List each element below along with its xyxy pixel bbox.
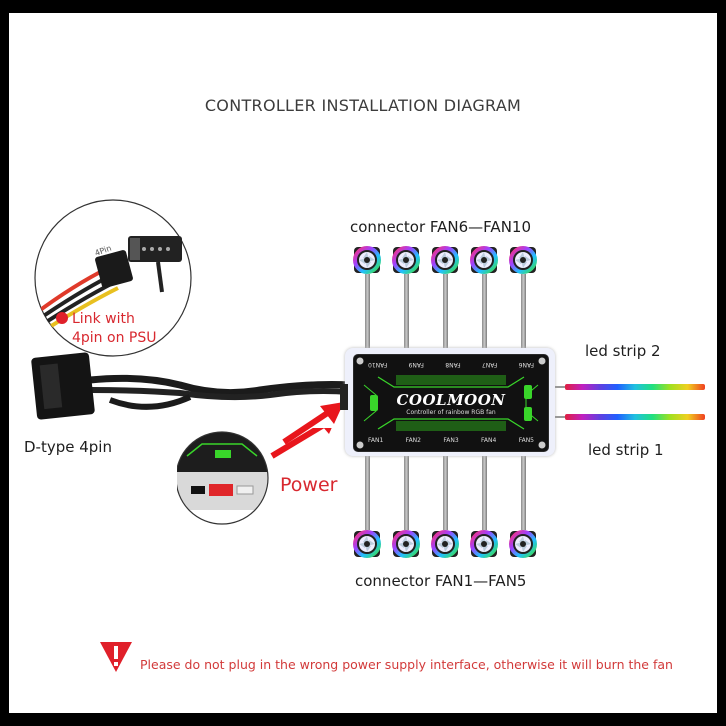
power-inset — [177, 428, 332, 525]
port-label-fan5: FAN5 — [518, 437, 534, 444]
led-strip-1 — [565, 414, 705, 420]
psu-note-line1: Link with — [72, 311, 135, 327]
port-label-fan2: FAN2 — [405, 437, 421, 444]
fan-cable-fan10 — [521, 274, 526, 348]
port-label-fan1: FAN1 — [368, 437, 384, 444]
fan-cable-fan1 — [365, 456, 370, 530]
rgb-fan-icon-fan7 — [392, 246, 420, 274]
warning-triangle-icon — [100, 642, 132, 672]
port-label-fan7: FAN7 — [481, 361, 498, 368]
fan-cable-fan7 — [404, 274, 409, 348]
port-label-fan10: FAN10 — [368, 361, 388, 368]
dtype-connector-icon — [31, 352, 95, 420]
power-label: Power — [280, 474, 338, 496]
top-port-labels: FAN6 FAN7 FAN8 FAN9 FAN10 — [368, 361, 534, 368]
molex-connector-icon — [95, 236, 182, 293]
led-strip-1-label: led strip 1 — [588, 441, 664, 459]
fan-cable-fan5 — [521, 456, 526, 530]
controller-subtitle: Controller of rainbow RGB fan — [406, 409, 496, 416]
rgb-fan-icon-fan9 — [470, 246, 498, 274]
diagram-title: CONTROLLER INSTALLATION DIAGRAM — [204, 96, 522, 115]
warning-text: Please do not plug in the wrong power su… — [140, 657, 673, 672]
top-connector-label: connector FAN6—FAN10 — [350, 218, 532, 236]
fan-cable-fan6 — [365, 274, 370, 348]
rgb-fan-icon-fan2 — [392, 530, 420, 558]
controller-led-port — [370, 395, 378, 411]
port-white — [236, 485, 254, 495]
rgb-fan-icon-fan8 — [431, 246, 459, 274]
port-black — [191, 486, 205, 494]
fan-cable-fan8 — [443, 274, 448, 348]
rgb-fan-icon-fan5 — [509, 530, 537, 558]
power-arrow-head — [282, 402, 344, 445]
fan-cable-fan2 — [404, 456, 409, 530]
port-label-fan8: FAN8 — [445, 361, 461, 368]
rgb-fan-icon-fan4 — [470, 530, 498, 558]
power-input-port — [340, 384, 348, 410]
port-label-fan9: FAN9 — [408, 361, 424, 368]
led-strip-2-label: led strip 2 — [585, 342, 661, 360]
rgb-fan-icon-fan6 — [353, 246, 381, 274]
dtype-cable — [31, 352, 358, 420]
rgb-fan-icon-fan3 — [431, 530, 459, 558]
dtype-label: D-type 4pin — [24, 438, 112, 456]
led-strip-2 — [565, 384, 705, 390]
rgb-fan-icon-fan1 — [353, 530, 381, 558]
psu-note-line2: 4pin on PSU — [72, 330, 157, 346]
port-label-fan4: FAN4 — [481, 437, 497, 444]
rgb-fan-icon-fan10 — [509, 246, 537, 274]
port-label-fan6: FAN6 — [518, 361, 534, 368]
fan-cable-fan9 — [482, 274, 487, 348]
psu-inset: 4Pin — [34, 199, 192, 357]
port-label-fan3: FAN3 — [443, 437, 459, 444]
port-red — [209, 484, 233, 496]
controller-housing: COOLMOON Controller of rainbow RGB fan F… — [345, 348, 555, 456]
fan-cable-fan4 — [482, 456, 487, 530]
bottom-connector-label: connector FAN1—FAN5 — [355, 572, 527, 590]
controller-brand: COOLMOON — [396, 391, 506, 409]
fan-cable-fan3 — [443, 456, 448, 530]
controller-board: COOLMOON Controller of rainbow RGB fan F… — [353, 354, 549, 452]
power-arrow-icon — [270, 428, 325, 459]
bottom-port-labels: FAN1 FAN2 FAN3 FAN4 FAN5 — [368, 437, 534, 444]
bullet-dot-icon — [56, 312, 68, 324]
